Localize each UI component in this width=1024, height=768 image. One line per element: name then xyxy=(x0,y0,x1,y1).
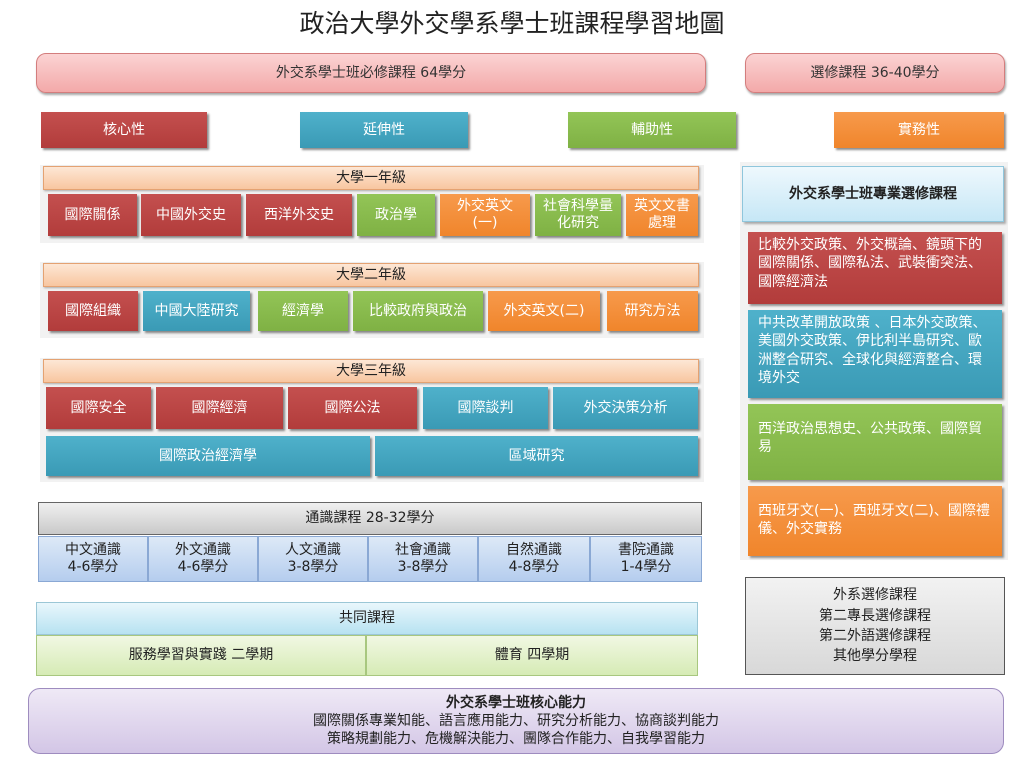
year3-course: 區域研究 xyxy=(375,436,698,476)
general-ed-credits: 4-6學分 xyxy=(67,559,119,575)
electives-title: 外交系學士班專業選修課程 xyxy=(742,166,1004,222)
other-elective-item: 第二專長選修課程 xyxy=(819,607,931,624)
year1-course: 中國外交史 xyxy=(141,194,241,236)
general-ed-credits: 4-6學分 xyxy=(177,559,229,575)
legend-practical: 實務性 xyxy=(834,112,1004,148)
year1-course: 政治學 xyxy=(357,194,435,236)
other-electives-box: 外系選修課程 第二專長選修課程 第二外語選修課程 其他學分學程 xyxy=(745,577,1005,675)
year2-course: 比較政府與政治 xyxy=(353,291,483,331)
legend-auxiliary: 輔助性 xyxy=(568,112,736,148)
core-competencies-title: 外交系學士班核心能力 xyxy=(446,694,586,711)
general-ed-credits: 1-4學分 xyxy=(620,559,672,575)
year3-course: 國際談判 xyxy=(423,387,548,429)
year3-course: 外交決策分析 xyxy=(553,387,698,429)
year3-course: 國際安全 xyxy=(46,387,151,429)
general-ed-name: 人文通識 xyxy=(285,541,341,558)
electives-practical: 西班牙文(一)、西班牙文(二)、國際禮儀、外交實務 xyxy=(748,486,1002,556)
year2-course: 中國大陸研究 xyxy=(143,291,250,331)
year1-label: 大學一年級 xyxy=(43,166,699,190)
year2-course: 經濟學 xyxy=(258,291,348,331)
year3-label: 大學三年級 xyxy=(43,359,699,383)
common-physical-education: 體育 四學期 xyxy=(366,635,698,676)
core-competencies-line: 策略規劃能力、危機解決能力、團隊合作能力、自我學習能力 xyxy=(327,731,705,748)
year1-course: 英文文書處理 xyxy=(626,194,698,236)
electives-extension: 中共改革開放政策 、日本外交政策、美國外交政策、伊比利半島研究、歐洲整合研究、全… xyxy=(748,310,1002,398)
page-title: 政治大學外交學系學士班課程學習地圖 xyxy=(299,9,725,38)
general-ed-name: 社會通識 xyxy=(395,541,451,558)
common-service-learning: 服務學習與實踐 二學期 xyxy=(36,635,366,676)
year1-course: 國際關係 xyxy=(48,194,137,236)
general-ed-name: 書院通識 xyxy=(618,541,674,558)
general-ed-name: 外文通識 xyxy=(175,541,231,558)
core-competencies-line: 國際關係專業知能、語言應用能力、研究分析能力、協商談判能力 xyxy=(313,712,719,729)
year3-course: 國際公法 xyxy=(288,387,417,429)
year1-course: 外交英文(一) xyxy=(440,194,530,236)
electives-core: 比較外交政策、外交概論、鏡頭下的國際關係、國際私法、武裝衝突法、國際經濟法 xyxy=(748,232,1002,304)
general-ed-header: 通識課程 28-32學分 xyxy=(38,502,702,535)
other-elective-item: 其他學分學程 xyxy=(833,648,917,665)
year1-course: 社會科學量化研究 xyxy=(535,194,621,236)
elective-courses-banner: 選修課程 36-40學分 xyxy=(745,53,1005,93)
legend-core: 核心性 xyxy=(41,112,207,148)
other-elective-item: 外系選修課程 xyxy=(833,587,917,604)
common-courses-header: 共同課程 xyxy=(36,602,698,635)
year2-course: 研究方法 xyxy=(607,291,698,331)
electives-auxiliary: 西洋政治思想史、公共政策、國際貿易 xyxy=(748,404,1002,480)
general-ed-credits: 3-8學分 xyxy=(287,559,339,575)
year2-course: 外交英文(二) xyxy=(488,291,600,331)
legend-extension: 延伸性 xyxy=(300,112,468,148)
year1-course: 西洋外交史 xyxy=(246,194,352,236)
year3-course: 國際政治經濟學 xyxy=(46,436,370,476)
general-ed-name: 中文通識 xyxy=(65,541,121,558)
general-ed-credits: 3-8學分 xyxy=(397,559,449,575)
year2-course: 國際組織 xyxy=(48,291,138,331)
year2-label: 大學二年級 xyxy=(43,263,699,287)
general-ed-credits: 4-8學分 xyxy=(508,559,560,575)
general-ed-name: 自然通識 xyxy=(506,541,562,558)
required-courses-banner: 外交系學士班必修課程 64學分 xyxy=(36,53,706,93)
other-elective-item: 第二外語選修課程 xyxy=(819,628,931,644)
core-competencies-box: 外交系學士班核心能力 國際關係專業知能、語言應用能力、研究分析能力、協商談判能力… xyxy=(28,688,1004,754)
year3-course: 國際經濟 xyxy=(156,387,283,429)
